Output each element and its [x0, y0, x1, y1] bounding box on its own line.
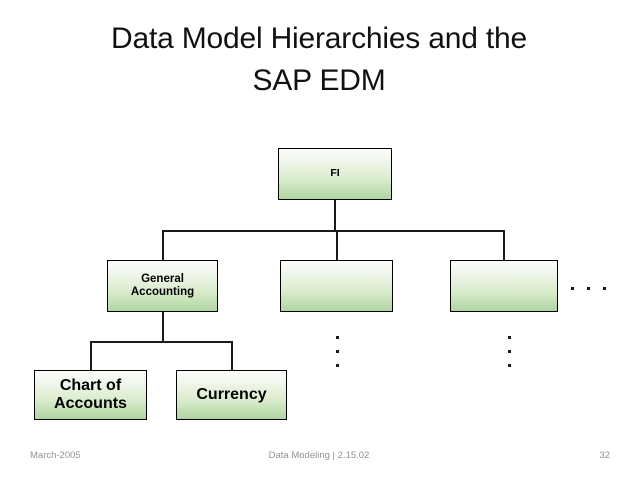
- ellipsis-dot: [571, 287, 574, 290]
- node-fi[interactable]: FI: [278, 148, 392, 200]
- ellipsis-dot: [336, 364, 339, 367]
- page-title: Data Model Hierarchies and the SAP EDM: [111, 22, 527, 97]
- connector-drop-general-accounting: [162, 230, 164, 261]
- footer-date: March-2005: [30, 450, 81, 461]
- ellipsis-dot: [587, 287, 590, 290]
- ellipsis-dot: [603, 287, 606, 290]
- connector-bus-general-accounting: [90, 341, 233, 343]
- connector-drop-unnamed-2: [336, 230, 338, 261]
- node-general-accounting[interactable]: General Accounting: [107, 260, 218, 312]
- node-currency[interactable]: Currency: [176, 370, 287, 420]
- connector-bus-fi: [162, 230, 505, 232]
- footer-center-label: Data Modeling | 2.15.02: [268, 450, 370, 461]
- connector-drop-unnamed-3: [503, 230, 505, 261]
- connector-stem-general-accounting: [162, 312, 164, 343]
- ellipsis-dot: [336, 336, 339, 339]
- ellipsis-dot: [508, 336, 511, 339]
- connector-drop-chart-of-accounts: [90, 341, 92, 371]
- ellipsis-dot: [508, 364, 511, 367]
- ellipsis-dot: [336, 350, 339, 353]
- ellipsis-dot: [508, 350, 511, 353]
- node-label-currency: Currency: [196, 386, 267, 404]
- node-unnamed-3[interactable]: [450, 260, 558, 312]
- node-unnamed-2[interactable]: [280, 260, 393, 312]
- connector-stem-fi: [334, 200, 336, 232]
- node-chart-of-accounts[interactable]: Chart of Accounts: [34, 370, 147, 420]
- node-label-fi: FI: [330, 167, 340, 180]
- node-label-chart-of-accounts: Chart of Accounts: [54, 377, 127, 412]
- node-label-general-accounting: General Accounting: [130, 273, 195, 298]
- connector-drop-currency: [231, 341, 233, 371]
- footer-page-number: 32: [599, 450, 610, 461]
